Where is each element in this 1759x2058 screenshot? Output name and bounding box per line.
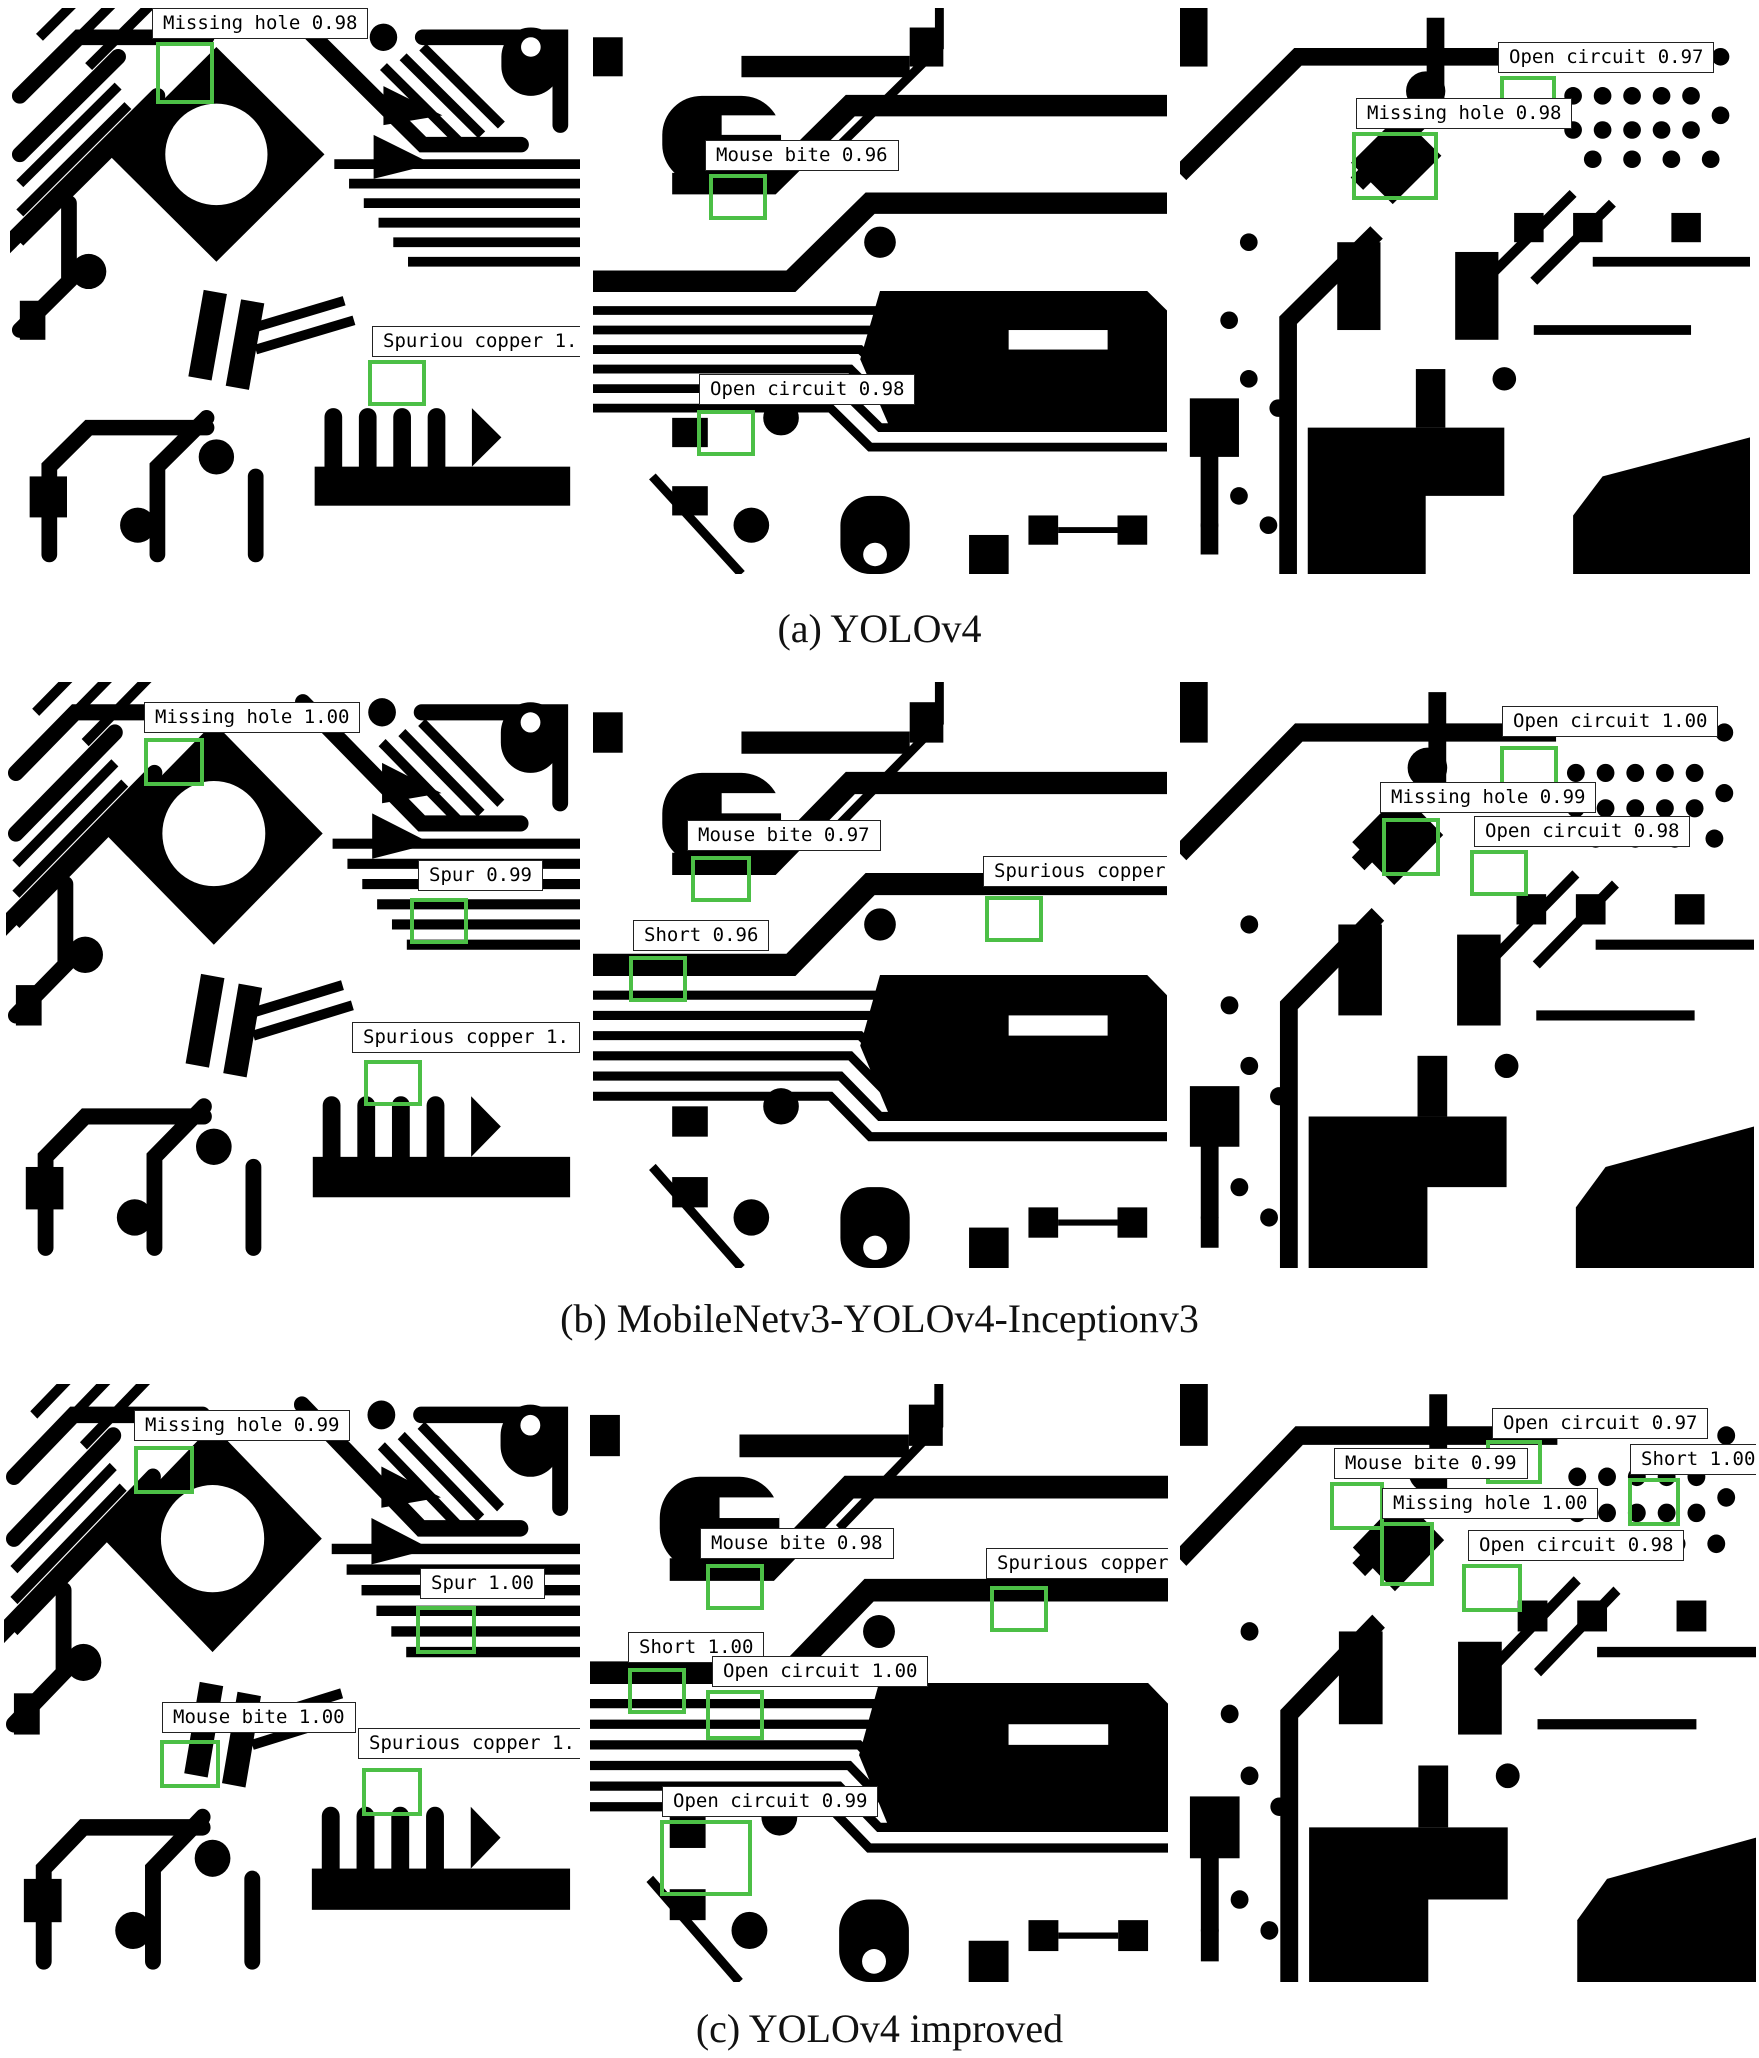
pcb-image xyxy=(593,8,1167,574)
detection-box xyxy=(134,1446,194,1494)
detection-box xyxy=(156,42,214,104)
detection-box xyxy=(985,896,1043,942)
row-c-panel-1: Missing hole 0.99 Spur 1.00 Mouse bite 1… xyxy=(4,1384,580,1982)
detection-box xyxy=(1380,1522,1434,1586)
pcb-image xyxy=(10,8,580,574)
detection-label: Missing hole 0.98 xyxy=(152,8,369,39)
detection-label: Spurious copper 1. xyxy=(352,1022,580,1053)
detection-box xyxy=(1462,1564,1522,1612)
detection-label: Short 1.00 xyxy=(1630,1444,1756,1475)
caption-b: (b) MobileNetv3-YOLOv4-Inceptionv3 xyxy=(560,1296,1199,1341)
detection-box xyxy=(1330,1482,1384,1530)
detection-label: Open circuit 0.99 xyxy=(662,1786,879,1817)
detection-box xyxy=(706,1690,764,1740)
detection-label: Open circuit 1.00 xyxy=(1502,706,1719,737)
detection-label: Spurious copper xyxy=(986,1548,1168,1579)
detection-box xyxy=(410,898,468,944)
detection-box xyxy=(1628,1478,1680,1526)
detection-box xyxy=(691,856,751,902)
detection-box xyxy=(364,1060,422,1106)
caption-c: (c) YOLOv4 improved xyxy=(695,2006,1064,2051)
row-b-panel-2: Mouse bite 0.97 Spurious copper Short 0.… xyxy=(593,682,1167,1268)
detection-box xyxy=(368,360,426,406)
detection-box xyxy=(1470,850,1528,896)
caption-a: (a) YOLOv4 xyxy=(777,606,982,651)
detection-box xyxy=(1352,132,1438,200)
detection-label: Mouse bite 0.98 xyxy=(700,1528,894,1559)
row-a-panel-1: Missing hole 0.98 Spuriou copper 1. xyxy=(10,8,580,574)
detection-label: Open circuit 0.97 xyxy=(1492,1408,1709,1439)
detection-label: Open circuit 0.97 xyxy=(1498,42,1715,73)
detection-label: Missing hole 1.00 xyxy=(144,702,361,733)
detection-label: Missing hole 0.98 xyxy=(1356,98,1573,129)
pcb-image xyxy=(6,682,580,1268)
detection-box xyxy=(709,174,767,220)
detection-label: Short 1.00 xyxy=(628,1632,765,1663)
row-b-panel-3: Open circuit 1.00 Missing hole 0.99 Open… xyxy=(1180,682,1754,1268)
detection-box xyxy=(697,410,755,456)
row-a-panel-2: Mouse bite 0.96 Open circuit 0.98 xyxy=(593,8,1167,574)
detection-label: Spurious copper 1. xyxy=(358,1728,580,1759)
detection-label: Short 0.96 xyxy=(633,920,770,951)
detection-box xyxy=(144,738,204,786)
detection-label: Open circuit 1.00 xyxy=(712,1656,929,1687)
detection-label: Mouse bite 0.96 xyxy=(705,140,899,171)
row-c-panel-3: Open circuit 0.97 Short 1.00 Mouse bite … xyxy=(1180,1384,1756,1982)
detection-box xyxy=(990,1586,1048,1632)
row-c-panel-2: Mouse bite 0.98 Spurious copper Short 1.… xyxy=(590,1384,1168,1982)
detection-box xyxy=(706,1564,764,1610)
detection-label: Open circuit 0.98 xyxy=(699,374,916,405)
detection-box xyxy=(416,1606,476,1654)
pcb-image xyxy=(4,1384,580,1982)
detection-label: Mouse bite 0.99 xyxy=(1334,1448,1528,1479)
detection-label: Spur 0.99 xyxy=(418,860,543,891)
detection-label: Mouse bite 0.97 xyxy=(687,820,881,851)
detection-label: Open circuit 0.98 xyxy=(1468,1530,1685,1561)
detection-box xyxy=(362,1768,422,1816)
row-b-panel-1: Missing hole 1.00 Spur 0.99 Spurious cop… xyxy=(6,682,580,1268)
detection-label: Spuriou copper 1. xyxy=(372,326,580,357)
detection-label: Mouse bite 1.00 xyxy=(162,1702,356,1733)
detection-box xyxy=(628,1668,686,1714)
detection-label: Missing hole 1.00 xyxy=(1382,1488,1599,1519)
detection-label: Missing hole 0.99 xyxy=(134,1410,351,1441)
row-a-panel-3: Open circuit 0.97 Missing hole 0.98 xyxy=(1180,8,1750,574)
detection-box xyxy=(660,1820,752,1896)
detection-label: Missing hole 0.99 xyxy=(1380,782,1597,813)
detection-box xyxy=(1382,818,1440,876)
detection-label: Spur 1.00 xyxy=(420,1568,545,1599)
detection-label: Spurious copper xyxy=(983,856,1167,887)
detection-label: Open circuit 0.98 xyxy=(1474,816,1691,847)
pcb-image xyxy=(1180,682,1754,1268)
detection-box xyxy=(160,1740,220,1788)
pcb-image xyxy=(1180,8,1750,574)
detection-box xyxy=(629,956,687,1002)
